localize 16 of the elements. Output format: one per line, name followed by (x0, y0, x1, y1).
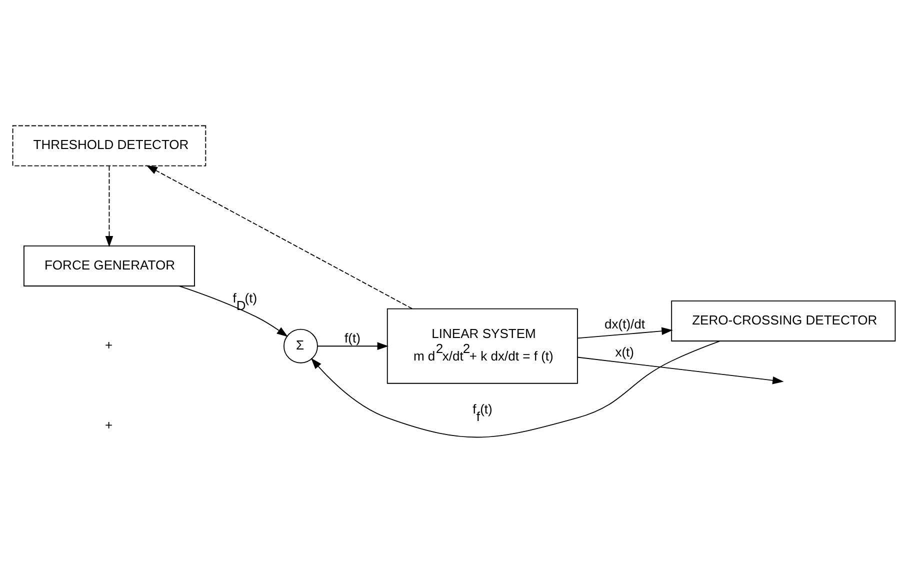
arrow (310, 340, 721, 438)
edge-label: f(t) (344, 330, 360, 346)
arrow (317, 342, 388, 350)
arrow (146, 165, 413, 310)
node-circle: Σ (283, 328, 318, 364)
arrow (105, 166, 114, 248)
edge-label: x(t) (615, 344, 634, 360)
arrow (577, 327, 673, 339)
label: + (105, 418, 113, 433)
node-box: ZERO-CROSSING DETECTOR (671, 300, 896, 342)
label: + (105, 338, 113, 353)
node-box: THRESHOLD DETECTOR (12, 125, 206, 166)
arrow (577, 356, 784, 384)
edge-label: dx(t)/dt (604, 316, 646, 332)
node-box: FORCE GENERATOR (24, 245, 195, 286)
arrow (178, 286, 288, 337)
